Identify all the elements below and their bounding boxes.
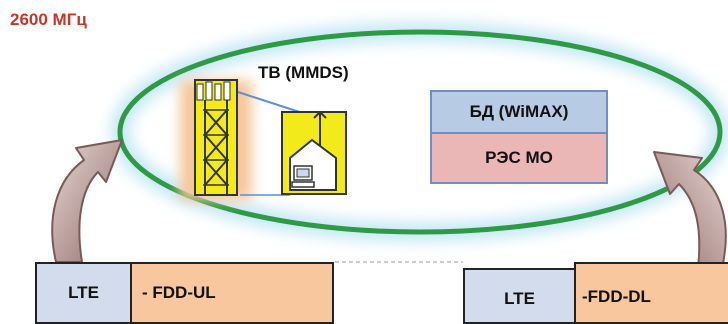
wimax-box: БД (WiMAX) [430,90,608,134]
curved-arrow-icon [51,139,123,263]
fdd-ul-box: - FDD-UL [130,262,334,324]
tv-label: ТВ (MMDS) [258,63,349,82]
res-mo-box: РЭС МО [430,134,608,184]
tower-icon [180,79,252,200]
lte-left-box: LTE [35,262,132,324]
coverage-ellipse [117,29,723,235]
lte-right-box: LTE [463,268,576,324]
computer-icon [291,165,315,188]
fdd-dl-box: -FDD-DL [574,262,728,324]
curved-arrow-icon [653,151,727,269]
frequency-label: 2600 МГц [10,10,87,29]
